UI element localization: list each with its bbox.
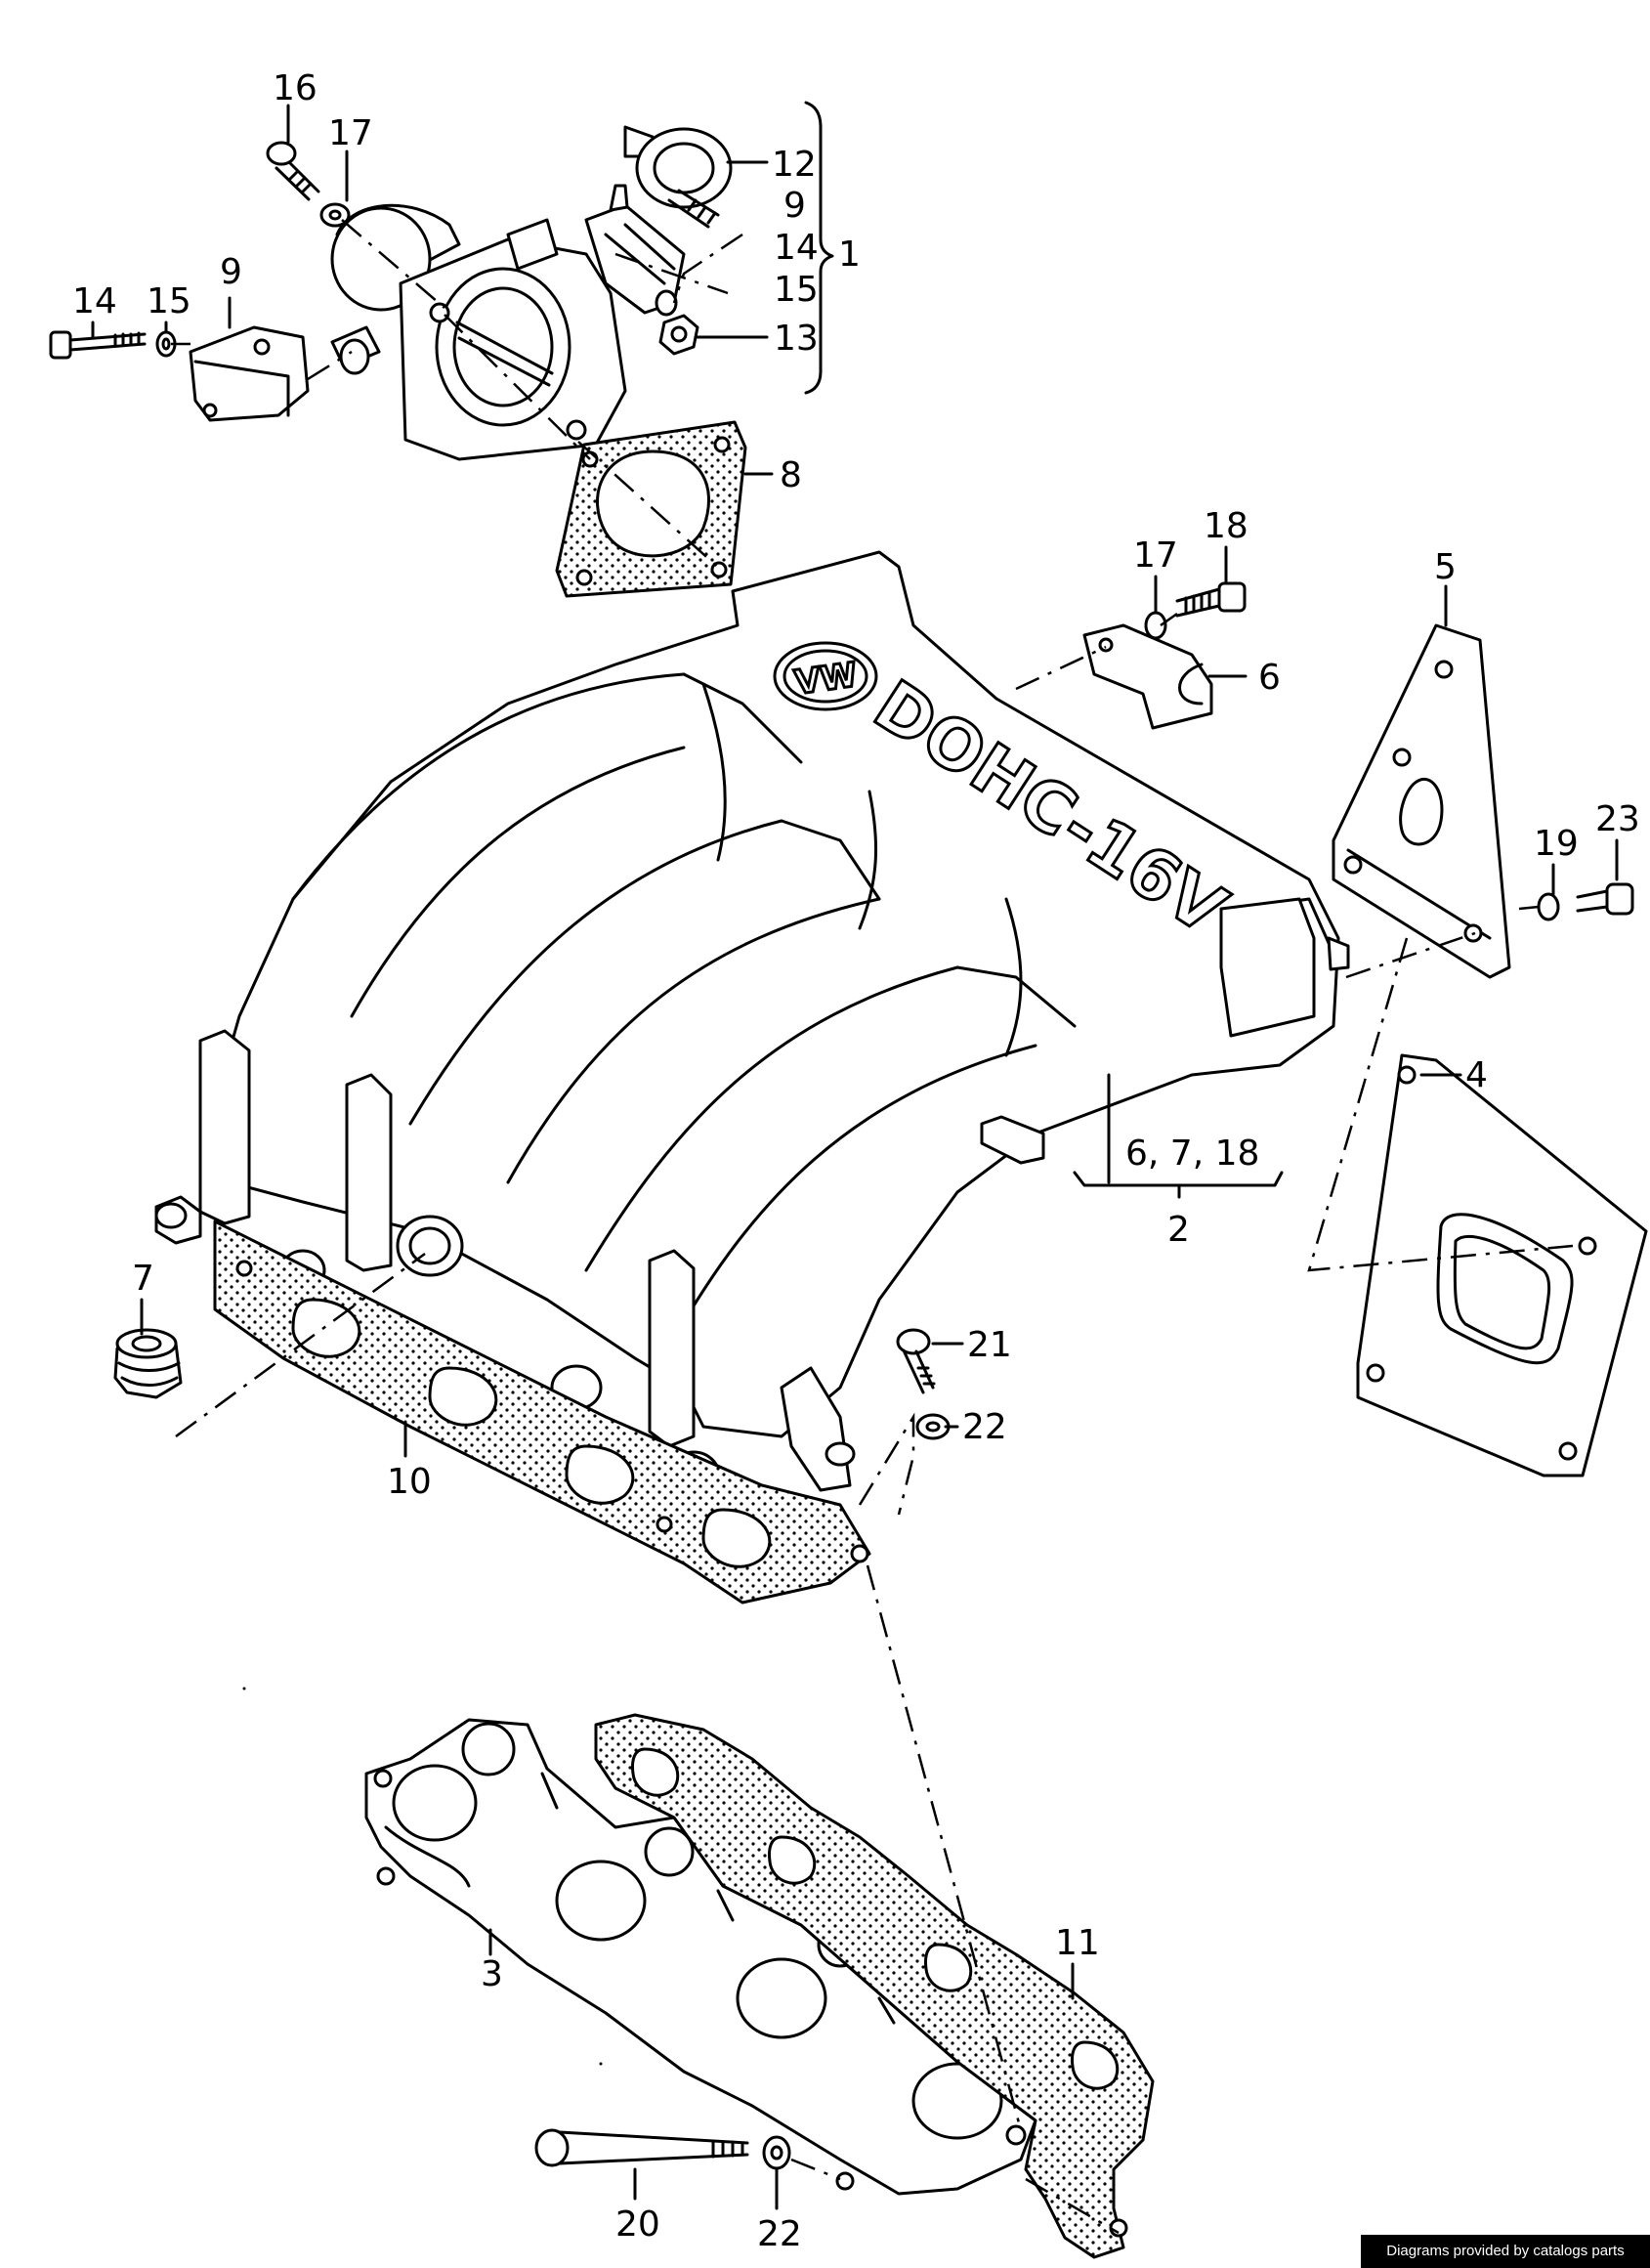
label-7: 7 [132, 1259, 154, 1299]
stray-dot [242, 1687, 246, 1690]
label-3: 3 [481, 1954, 503, 1994]
bolt-20 [534, 2128, 749, 2167]
bracket-4 [1356, 1053, 1648, 1477]
bolt-16-top [266, 141, 320, 201]
bolt-14-left [49, 330, 147, 360]
label-13: 13 [774, 319, 819, 359]
label-6-7-18: 6, 7, 18 [1125, 1134, 1259, 1174]
label-17-top: 17 [328, 113, 373, 153]
label-18-mid: 18 [1204, 506, 1248, 546]
label-14-right: 14 [774, 228, 819, 268]
callout-labels: 16 17 12 9 14 15 13 1 14 15 9 8 17 18 6 … [72, 68, 1640, 2254]
washer-22-mid [915, 1413, 951, 1440]
label-12: 12 [772, 145, 817, 185]
label-16-top: 16 [273, 68, 317, 108]
bolt-18 [1175, 581, 1247, 618]
label-22-mid: 22 [962, 1407, 1007, 1447]
bracket-1 [804, 101, 834, 395]
credit-badge: Diagrams provided by catalogs parts [1361, 2235, 1650, 2268]
idle-valve-12 [623, 125, 733, 229]
label-6: 6 [1258, 658, 1281, 698]
label-8: 8 [780, 455, 802, 495]
label-1: 1 [838, 235, 861, 275]
label-21: 21 [967, 1325, 1012, 1365]
label-15-left: 15 [147, 281, 191, 321]
label-11: 11 [1055, 1923, 1100, 1963]
leader-lines [91, 104, 1619, 2210]
label-19: 19 [1534, 824, 1579, 864]
assembly-lines [171, 219, 1574, 2235]
label-4: 4 [1465, 1055, 1488, 1095]
label-5: 5 [1434, 547, 1457, 587]
label-2: 2 [1167, 1210, 1190, 1250]
throttle-body [330, 184, 686, 461]
bracket-5 [1332, 623, 1511, 979]
label-10: 10 [387, 1462, 432, 1502]
washer-19 [1537, 892, 1560, 921]
washer-22-bottom [762, 2135, 791, 2170]
label-17-mid: 17 [1133, 535, 1178, 576]
bracket-6 [1082, 623, 1213, 730]
bolt-21 [896, 1328, 936, 1394]
label-15-right: 15 [774, 270, 819, 310]
stray-dot [599, 2062, 603, 2066]
label-20: 20 [615, 2204, 660, 2245]
runner-flange-3 [364, 1718, 1037, 2196]
label-14-left: 14 [72, 281, 117, 321]
manifold-gasket-10 [213, 1220, 871, 1605]
label-23: 23 [1595, 799, 1640, 839]
vw-logo-text: VW [792, 656, 860, 703]
throttle-gasket-8 [555, 420, 747, 598]
label-22-bottom: 22 [757, 2214, 802, 2254]
label-9-left: 9 [220, 252, 242, 292]
intake-manifold [154, 550, 1350, 1501]
plug-7 [113, 1328, 183, 1399]
nut-13 [655, 289, 699, 356]
label-9-right: 9 [783, 186, 806, 226]
bolt-23 [1576, 882, 1634, 916]
throttle-position-sensor [189, 325, 310, 422]
vw-emblem: VW [773, 641, 878, 711]
